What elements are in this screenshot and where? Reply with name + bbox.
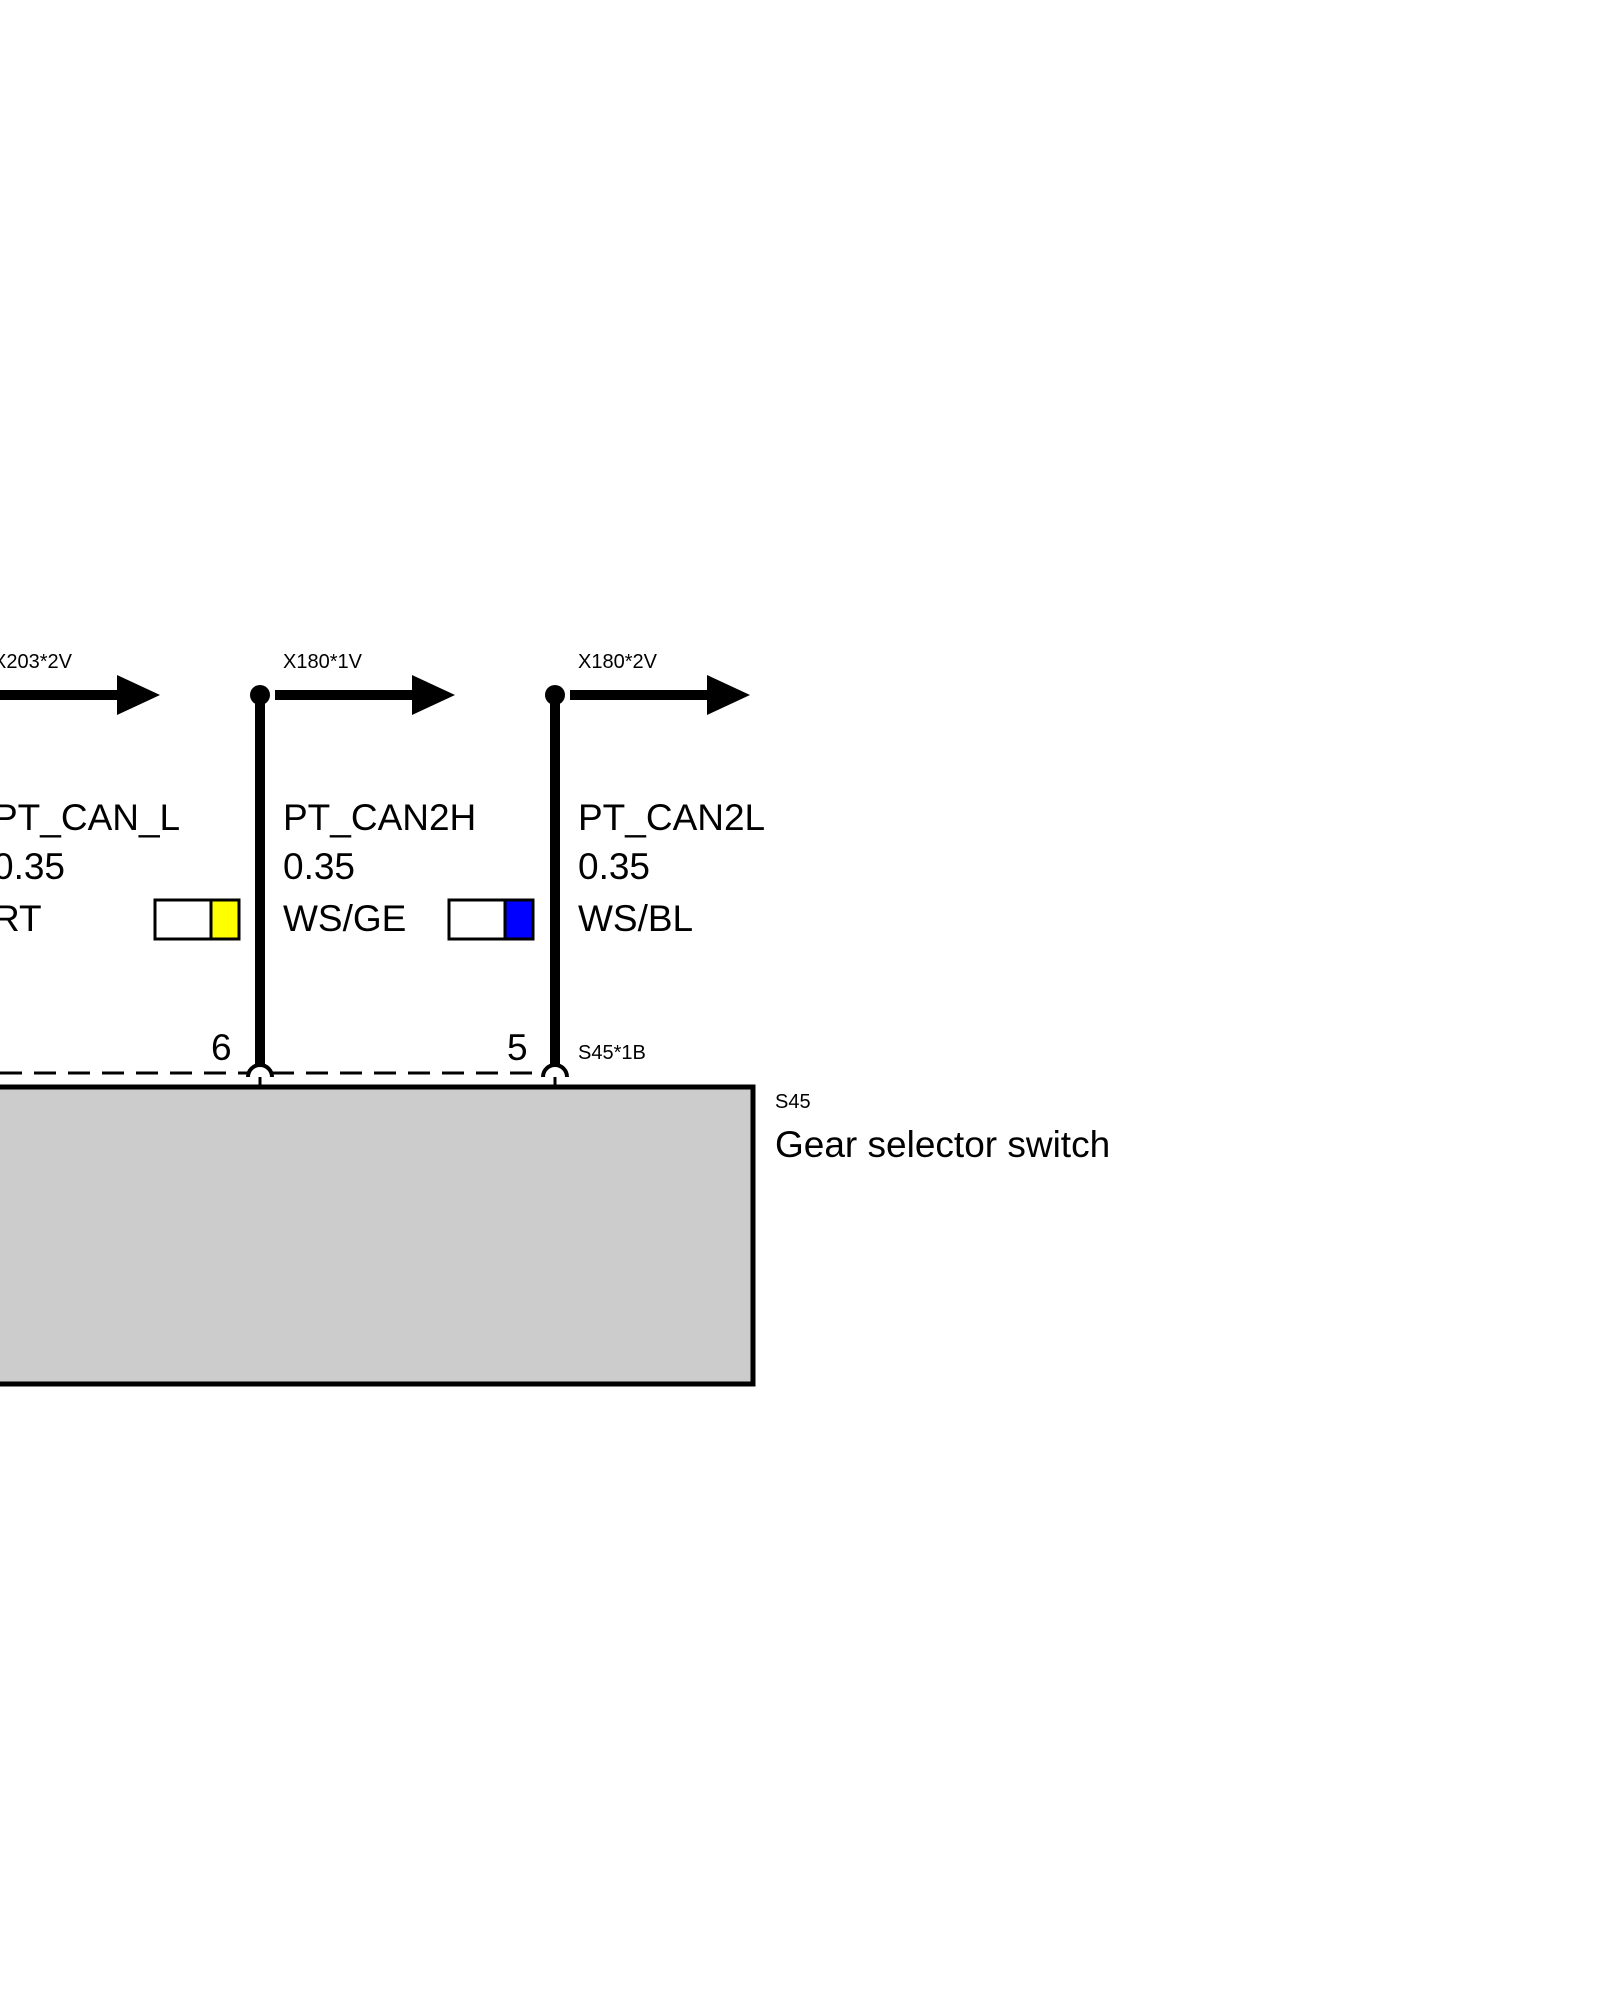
signal-label: PT_CAN2H <box>283 797 476 838</box>
signal-label: PT_CAN2L <box>578 797 765 838</box>
junction-dot <box>545 685 565 705</box>
arrow-head <box>117 675 160 715</box>
wire-color-label: RT <box>0 898 42 939</box>
wire-size-label: 0.35 <box>578 846 650 887</box>
component-connector-label: S45*1B <box>578 1042 646 1064</box>
component-name-label: Gear selector switch <box>775 1124 1110 1165</box>
arrow-head <box>707 675 750 715</box>
pin-terminal <box>541 1063 569 1078</box>
connector-label: X180*1V <box>283 651 363 673</box>
wire-pt-can2l: X180*2V PT_CAN2L 0.35 WS/BL 5 <box>447 651 765 1087</box>
junction-dot <box>250 685 270 705</box>
wire-pt-can2h: X180*1V PT_CAN2H 0.35 WS/GE 6 <box>153 651 476 1087</box>
wire-color-swatch <box>447 898 535 941</box>
component-body <box>0 1084 756 1387</box>
connector-label: X180*2V <box>578 651 658 673</box>
component-id-label: S45 <box>775 1091 811 1113</box>
wire-pt-can-l: X203*2V PT_CAN_L 0.35 RT <box>0 651 180 939</box>
pin-terminal <box>246 1063 274 1078</box>
wire-color-label: WS/BL <box>578 898 693 939</box>
arrow-head <box>412 675 455 715</box>
connector-label: X203*2V <box>0 651 73 673</box>
signal-label: PT_CAN_L <box>0 797 180 838</box>
wire-color-swatch <box>153 898 241 941</box>
pin-number: 6 <box>211 1027 232 1068</box>
wire-color-label: WS/GE <box>283 898 406 939</box>
pin-number: 5 <box>507 1027 528 1068</box>
wire-size-label: 0.35 <box>283 846 355 887</box>
wire-size-label: 0.35 <box>0 846 65 887</box>
